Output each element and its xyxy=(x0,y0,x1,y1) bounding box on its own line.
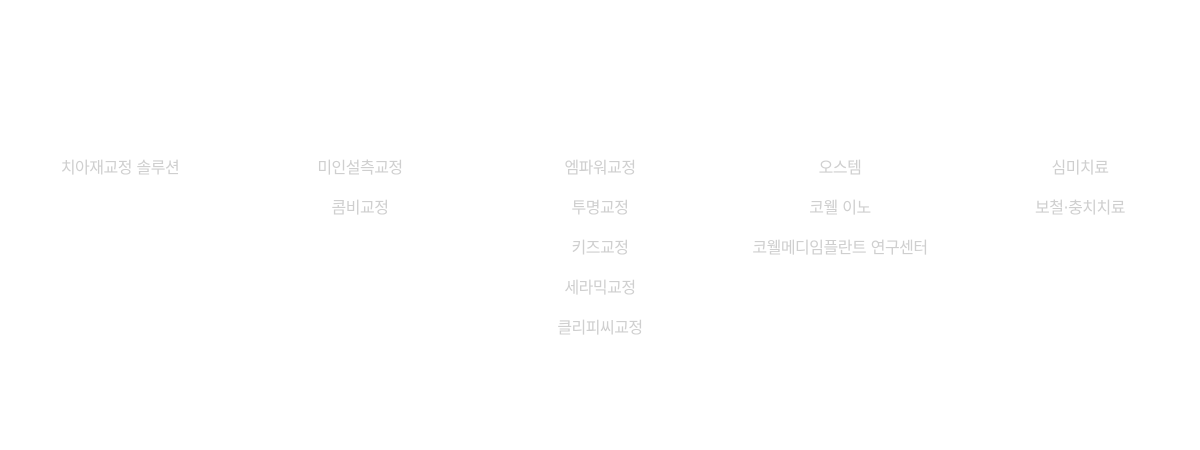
menu-item-cowell-inno[interactable]: 코웰 이노 xyxy=(809,198,871,217)
menu-item-cowellmedi-implant-research-center[interactable]: 코웰메디임플란트 연구센터 xyxy=(752,238,928,257)
menu-item-empower-orthodontics[interactable]: 엠파워교정 xyxy=(564,158,636,177)
menu-item-prosthetics-cavity-treatment[interactable]: 보철·충치치료 xyxy=(1035,198,1125,217)
menu-item-kids-orthodontics[interactable]: 키즈교정 xyxy=(571,238,629,257)
menu-item-combi-orthodontics[interactable]: 콤비교정 xyxy=(331,198,389,217)
menu-column-5: 심미치료 보철·충치치료 xyxy=(960,148,1200,228)
menu-column-4: 오스템 코웰 이노 코웰메디임플란트 연구센터 xyxy=(720,148,960,268)
menu-column-2: 미인설측교정 콤비교정 xyxy=(240,148,480,228)
dropdown-mega-menu: 치아재교정 솔루션 미인설측교정 콤비교정 엠파워교정 투명교정 키즈교정 세라… xyxy=(0,148,1200,368)
menu-item-clippy-c-orthodontics[interactable]: 클리피씨교정 xyxy=(557,318,643,337)
menu-item-osstem[interactable]: 오스템 xyxy=(818,158,862,177)
menu-item-aesthetic-treatment[interactable]: 심미치료 xyxy=(1051,158,1109,177)
menu-item-retreatment-solution[interactable]: 치아재교정 솔루션 xyxy=(60,158,180,177)
menu-item-ceramic-orthodontics[interactable]: 세라믹교정 xyxy=(564,278,636,297)
menu-column-3: 엠파워교정 투명교정 키즈교정 세라믹교정 클리피씨교정 xyxy=(480,148,720,348)
menu-column-1: 치아재교정 솔루션 xyxy=(0,148,240,188)
menu-item-clear-aligners[interactable]: 투명교정 xyxy=(571,198,629,217)
menu-item-lingual-orthodontics[interactable]: 미인설측교정 xyxy=(317,158,403,177)
